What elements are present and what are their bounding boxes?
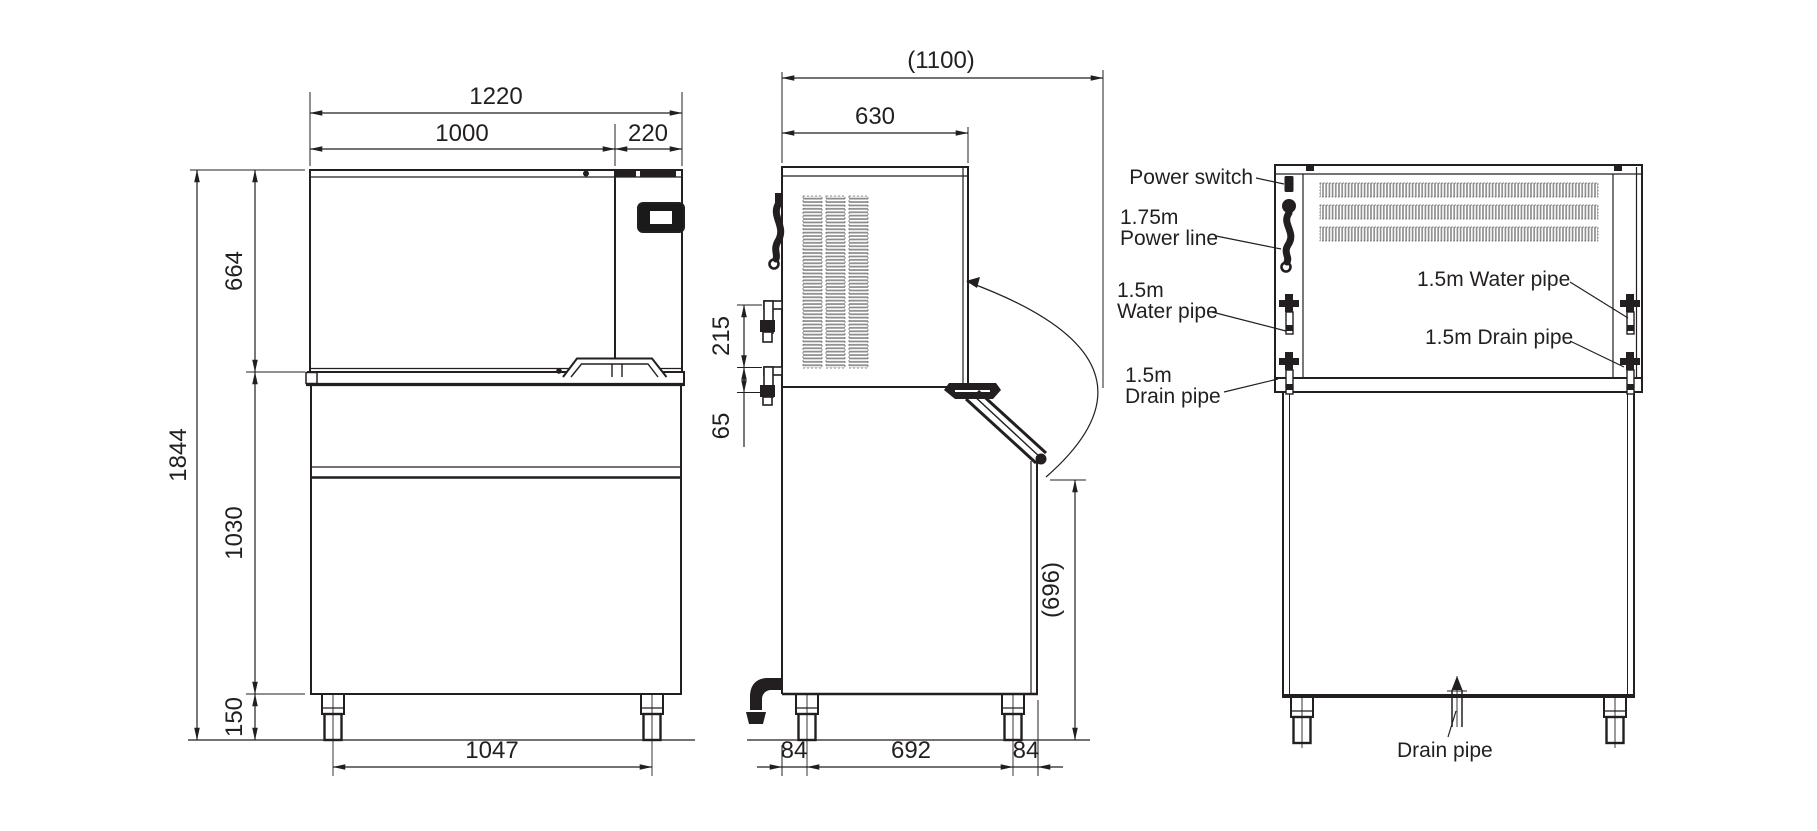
power-cord-gland bbox=[1282, 199, 1296, 213]
dim-side-pipe-spacing: 215 bbox=[708, 316, 735, 356]
front-panel-hinge-bar-1 bbox=[616, 170, 636, 177]
label-water-left: Water pipe bbox=[1117, 300, 1218, 323]
back-top-screw-left bbox=[1306, 165, 1314, 171]
side-view: (1100) 630 215 65 (696) 84 692 84 bbox=[708, 47, 1104, 776]
back-top-screw-right bbox=[1614, 165, 1622, 171]
side-vent-grille bbox=[802, 195, 869, 369]
leader-drain-right bbox=[1569, 340, 1625, 368]
front-right-leg bbox=[640, 693, 664, 776]
back-left-leg bbox=[1290, 696, 1314, 748]
side-dimensions bbox=[737, 70, 1104, 776]
dim-front-leg-spacing: 1047 bbox=[465, 737, 518, 764]
back-water-connector-left bbox=[1279, 294, 1299, 335]
front-dimensions bbox=[190, 92, 683, 770]
front-panel-hinge-bar-2 bbox=[640, 170, 676, 177]
leader-power-line bbox=[1215, 235, 1282, 250]
dim-front-height-legs: 150 bbox=[221, 697, 248, 737]
power-cord bbox=[1280, 209, 1295, 273]
front-rim-fastener-dot bbox=[556, 368, 562, 374]
leader-drain-bottom bbox=[1447, 710, 1457, 738]
side-power-cord bbox=[768, 193, 785, 270]
dim-side-drain-offset: 65 bbox=[708, 413, 735, 440]
label-power-line: Power line bbox=[1120, 227, 1218, 250]
back-view: Power switch 1.75m Power line 1.5m Water… bbox=[1117, 164, 1643, 762]
dim-side-back-leg-offset: 84 bbox=[1013, 737, 1040, 764]
label-drain-left-length: 1.5m bbox=[1125, 364, 1172, 387]
bin-door-handle bbox=[562, 357, 668, 378]
dim-front-height-bin: 1030 bbox=[221, 506, 248, 559]
side-drain-pipe-fitting bbox=[760, 366, 783, 406]
label-water-left-length: 1.5m bbox=[1117, 279, 1164, 302]
leader-water-right bbox=[1569, 281, 1629, 319]
back-head-bottom-band bbox=[1274, 377, 1643, 393]
front-dimension-texts: 1220 1000 220 1844 664 1030 150 1047 bbox=[165, 83, 668, 764]
back-vent-grille bbox=[1319, 182, 1599, 242]
label-drain-right: 1.5m Drain pipe bbox=[1425, 326, 1573, 349]
back-drain-connector-left bbox=[1279, 352, 1299, 395]
back-right-leg bbox=[1603, 696, 1627, 748]
bin-door-handle-inner bbox=[570, 363, 659, 378]
dim-front-width-total: 1220 bbox=[469, 83, 522, 110]
chute-swing-arrow bbox=[966, 277, 980, 288]
dim-front-height-head: 664 bbox=[221, 251, 248, 291]
label-drain-bottom: Drain pipe bbox=[1397, 739, 1493, 762]
dim-side-front-leg-offset: 84 bbox=[781, 737, 808, 764]
front-bin-rim-notch bbox=[305, 371, 318, 385]
front-top-fastener-dot bbox=[583, 170, 589, 177]
front-head-outline bbox=[309, 169, 683, 373]
back-water-connector-right bbox=[1620, 294, 1640, 335]
label-power-switch: Power switch bbox=[1129, 166, 1253, 189]
side-water-pipe-fitting bbox=[760, 300, 783, 343]
dim-side-depth-head: 630 bbox=[855, 103, 895, 130]
front-bin-outline bbox=[310, 384, 682, 695]
side-dimension-texts: (1100) 630 215 65 (696) 84 692 84 bbox=[708, 47, 1065, 764]
dim-side-chute-height: (696) bbox=[1038, 562, 1065, 618]
back-drain-connector-right bbox=[1620, 352, 1640, 395]
chute-swing-arc bbox=[967, 281, 1099, 478]
dim-front-width-body: 1000 bbox=[435, 120, 488, 147]
label-drain-left: Drain pipe bbox=[1125, 385, 1221, 408]
back-labels: Power switch 1.75m Power line 1.5m Water… bbox=[1117, 166, 1573, 762]
label-water-right: 1.5m Water pipe bbox=[1417, 268, 1570, 291]
back-bottom-drain-pipe bbox=[1447, 676, 1467, 727]
front-left-leg bbox=[321, 693, 345, 776]
back-leader-lines bbox=[1211, 177, 1629, 738]
label-power-line-length: 1.75m bbox=[1120, 206, 1178, 229]
leader-power-switch bbox=[1255, 177, 1285, 185]
leader-water-left bbox=[1211, 311, 1287, 332]
chute-door bbox=[964, 389, 1048, 465]
side-bottom-drain-elbow bbox=[746, 678, 782, 724]
leader-drain-left bbox=[1223, 378, 1279, 393]
power-switch bbox=[1284, 176, 1294, 192]
dim-front-height-total: 1844 bbox=[165, 428, 192, 481]
dim-front-width-panel: 220 bbox=[628, 120, 668, 147]
front-view: 1220 1000 220 1844 664 1030 150 1047 bbox=[165, 83, 695, 776]
back-bin-outline bbox=[1282, 391, 1635, 698]
dim-side-leg-spacing: 692 bbox=[891, 737, 931, 764]
dim-side-depth-overall: (1100) bbox=[907, 47, 975, 74]
control-display-screen bbox=[650, 211, 672, 224]
